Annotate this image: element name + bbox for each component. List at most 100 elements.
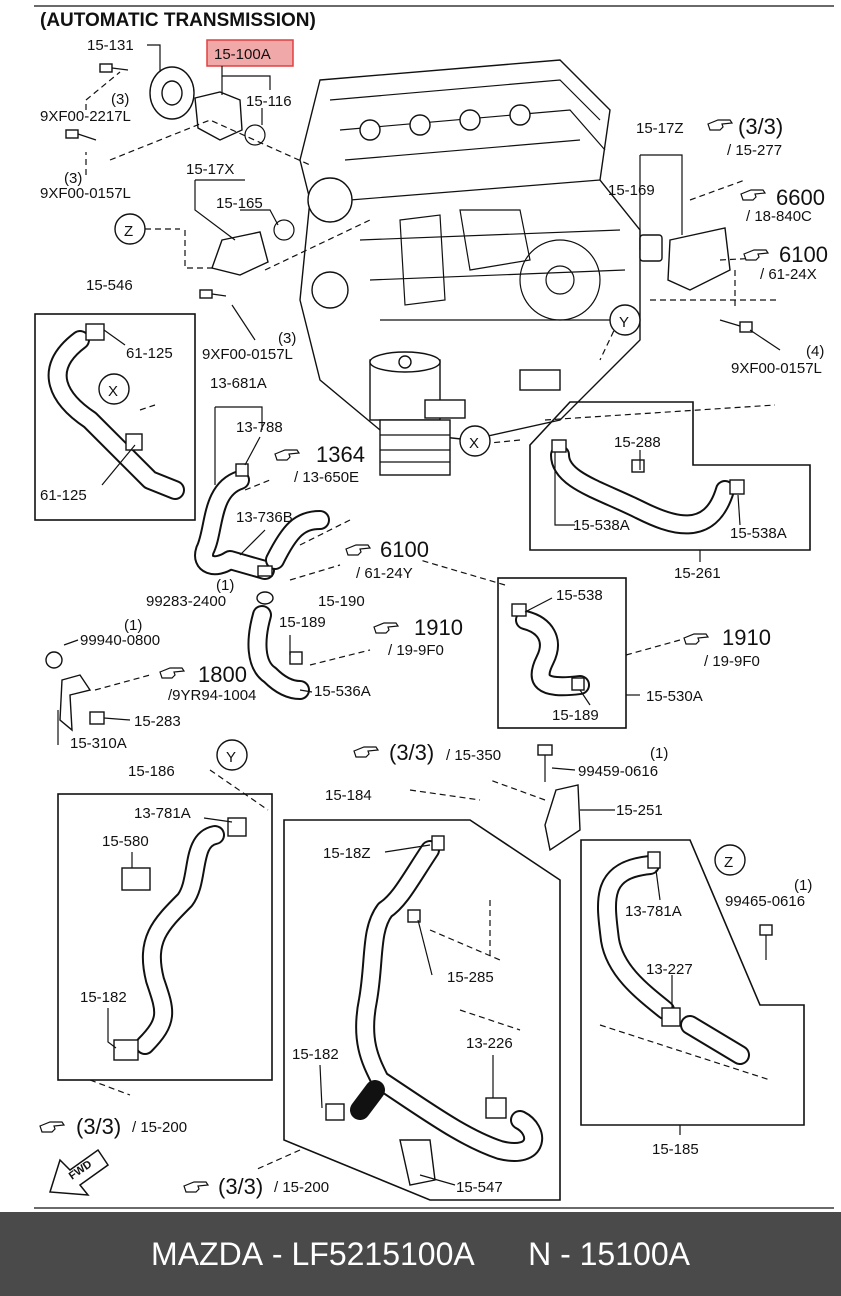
label-99283-2400[interactable]: 99283-2400 (146, 593, 226, 610)
pointing-hand-icon (743, 249, 769, 261)
label-61-125[interactable]: 61-125 (126, 345, 173, 362)
bracket-15-310a (45, 639, 151, 745)
label-99459-0616[interactable]: 99459-0616 (578, 763, 658, 780)
label-13-681a[interactable]: 13-681A (210, 375, 267, 392)
label-15-251[interactable]: 15-251 (616, 802, 663, 819)
svg-text:Y: Y (226, 749, 236, 766)
label-99940-0800[interactable]: 99940-0800 (80, 632, 160, 649)
pointing-hand-icon (159, 667, 185, 679)
label-15-288[interactable]: 15-288 (614, 434, 661, 451)
ref-9yr94-1004: /9YR94-1004 (168, 687, 256, 704)
label-15-530a[interactable]: 15-530A (646, 688, 703, 705)
box-15-184 (283, 789, 561, 1201)
label-15-580[interactable]: 15-580 (102, 833, 149, 850)
label-15-17x[interactable]: 15-17X (186, 161, 234, 178)
label-9xf00-2217l[interactable]: 9XF00-2217L (40, 108, 131, 125)
qty-label: (3) (64, 170, 82, 187)
pointing-hand-icon (345, 544, 371, 556)
qty-label: (1) (650, 745, 668, 762)
ref-19-9f0: / 19-9F0 (704, 653, 760, 670)
water-pump-assembly (65, 63, 753, 333)
label-13-227[interactable]: 13-227 (646, 961, 693, 978)
label-15-169[interactable]: 15-169 (608, 182, 655, 199)
label-15-165[interactable]: 15-165 (216, 195, 263, 212)
box-15-261 (469, 401, 811, 562)
label-15-536a[interactable]: 15-536A (314, 683, 371, 700)
ref-61-24y: / 61-24Y (356, 565, 413, 582)
engine-block (299, 59, 641, 476)
label-15-186[interactable]: 15-186 (128, 763, 175, 780)
fwd-arrow-icon: FWD (49, 1148, 110, 1196)
label-15-538[interactable]: 15-538 (556, 587, 603, 604)
ref-1364[interactable]: 1364 (316, 442, 365, 467)
svg-text:Y: Y (619, 314, 629, 331)
spacer (475, 1236, 528, 1273)
label-15-182[interactable]: 15-182 (292, 1046, 339, 1063)
label-15-190[interactable]: 15-190 (318, 593, 365, 610)
ref-fraction: (3/3) (389, 740, 434, 765)
label-61-125[interactable]: 61-125 (40, 487, 87, 504)
label-15-17z[interactable]: 15-17Z (636, 120, 684, 137)
label-15-184[interactable]: 15-184 (325, 787, 372, 804)
ref-1910[interactable]: 1910 (414, 615, 463, 640)
label-15-116[interactable]: 15-116 (246, 93, 292, 110)
ref-15-350[interactable]: / 15-350 (446, 747, 501, 764)
hose-13-681a (194, 406, 351, 605)
label-15-261[interactable]: 15-261 (674, 565, 721, 582)
label-15-547[interactable]: 15-547 (456, 1179, 503, 1196)
box-15-546 (34, 313, 196, 521)
pointing-hand-icon (683, 633, 709, 645)
callout-y-box[interactable]: Y (216, 739, 248, 771)
ref-6600[interactable]: 6600 (776, 185, 825, 210)
callout-z-top[interactable]: Z (114, 213, 146, 245)
label-13-781a[interactable]: 13-781A (134, 805, 191, 822)
label-15-189[interactable]: 15-189 (279, 614, 326, 631)
label-15-185[interactable]: 15-185 (652, 1141, 699, 1158)
qty-label: (3) (111, 91, 129, 108)
pointing-hand-icon (707, 119, 733, 131)
ref-6100[interactable]: 6100 (380, 537, 429, 562)
diagram-title: (AUTOMATIC TRANSMISSION) (40, 10, 316, 31)
ref-15-277[interactable]: / 15-277 (727, 142, 782, 159)
label-9xf00-0157l[interactable]: 9XF00-0157L (731, 360, 822, 377)
label-15-538a[interactable]: 15-538A (573, 517, 630, 534)
label-9xf00-0157l[interactable]: 9XF00-0157L (202, 346, 293, 363)
label-15-538a[interactable]: 15-538A (730, 525, 787, 542)
label-13-788[interactable]: 13-788 (236, 419, 283, 436)
label-13-226[interactable]: 13-226 (466, 1035, 513, 1052)
pointing-hand-icon (353, 746, 379, 758)
ref-15-200[interactable]: / 15-200 (132, 1119, 187, 1136)
highlighted-part-box (206, 39, 294, 67)
callout-y-right[interactable]: Y (609, 304, 641, 336)
leader-lines-top (85, 44, 781, 361)
label-15-546[interactable]: 15-546 (86, 277, 133, 294)
label-15-285[interactable]: 15-285 (447, 969, 494, 986)
label-13-781a[interactable]: 13-781A (625, 903, 682, 920)
part-labels: 15-131 15-116 (3) 9XF00-2217L (3) 9XF00-… (40, 37, 828, 1199)
ref-1910[interactable]: 1910 (722, 625, 771, 650)
label-15-283[interactable]: 15-283 (134, 713, 181, 730)
label-15-182[interactable]: 15-182 (80, 989, 127, 1006)
callout-x-engine[interactable]: X (459, 425, 491, 457)
highlighted-part-label[interactable]: 15-100A (214, 46, 271, 63)
callout-z-box[interactable]: Z (714, 844, 746, 876)
hose-15-536a (247, 605, 371, 700)
label-13-736b[interactable]: 13-736B (236, 509, 293, 526)
label-15-18z[interactable]: 15-18Z (323, 845, 371, 862)
label-9xf00-0157l[interactable]: 9XF00-0157L (40, 185, 131, 202)
label-15-310a[interactable]: 15-310A (70, 735, 127, 752)
ref-line-b (459, 1009, 521, 1031)
qty-label: (1) (124, 617, 142, 634)
label-15-189[interactable]: 15-189 (552, 707, 599, 724)
label-15-131[interactable]: 15-131 (87, 37, 134, 54)
brand-label: MAZDA (151, 1235, 264, 1272)
pointing-hand-icon (373, 622, 399, 634)
ref-6100[interactable]: 6100 (779, 242, 828, 267)
ref-1800[interactable]: 1800 (198, 662, 247, 687)
ref-15-200[interactable]: / 15-200 (274, 1179, 329, 1196)
label-99465-0616[interactable]: 99465-0616 (725, 893, 805, 910)
callout-x-left[interactable]: X (98, 373, 130, 405)
ref-61-24x: / 61-24X (760, 266, 817, 283)
pointing-hand-icon (274, 449, 300, 461)
qty-label: (1) (794, 877, 812, 894)
